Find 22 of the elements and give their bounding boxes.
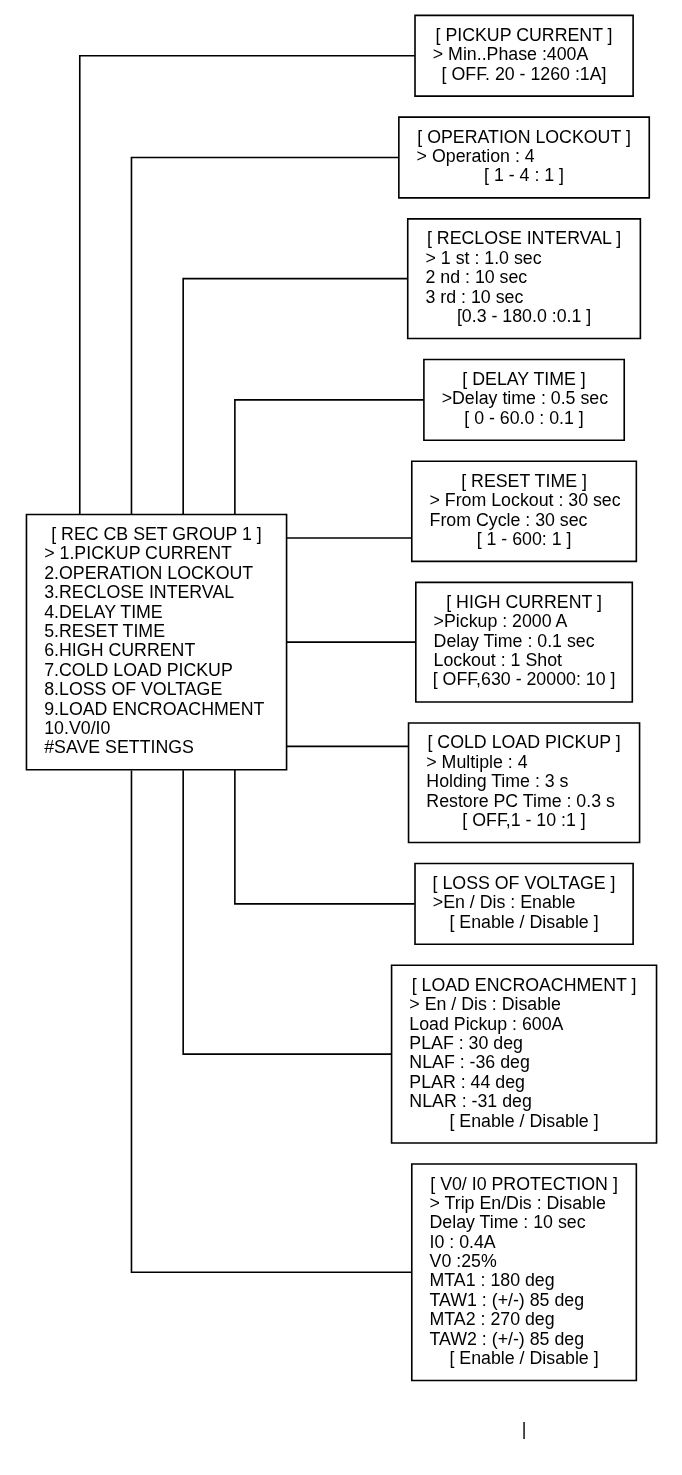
node-box: [ REC CB SET GROUP 1 ] > 1.PICKUP CURRENT 2.OPERATION LOCKOUT 3.RECLOSE INTERVAL 4.DELAY TIME 5.RESET TIME 6.HIGH CURRENT 7.COLD LOAD PICKUP 8.LOSS OF VOLTAGE 9.LOAD ENCROACHMENT 10.V0/I0 #SAVE SETTINGS	[25, 513, 287, 771]
connector	[130, 156, 400, 515]
connector	[78, 54, 416, 515]
node-box: [ HIGH CURRENT ] >Pickup : 2000 A Delay Time : 0.1 sec Lockout : 1 Shot [ OFF,630 - 20000: 10 ]	[414, 581, 633, 703]
connector	[233, 769, 416, 905]
node-box: [ LOAD ENCROACHMENT ] > En / Dis : Disable Load Pickup : 600A PLAF : 30 deg NLAF : -36 deg PLAR : 44 deg NLAR : -31 deg [ Enable / Disable ]	[390, 964, 657, 1144]
node-box: [ RECLOSE INTERVAL ] > 1 st : 1.0 sec 2 nd : 10 sec 3 rd : 10 sec [0.3 - 180.0 :0.1 ]	[406, 218, 641, 340]
connector	[285, 641, 416, 643]
connector	[285, 745, 409, 748]
node-box: [ RESET TIME ] > From Lockout : 30 sec From Cycle : 30 sec [ 1 - 600: 1 ]	[410, 460, 637, 563]
connector	[233, 399, 425, 515]
connector	[130, 769, 412, 1274]
connector	[181, 277, 408, 516]
node-box: [ LOSS OF VOLTAGE ] >En / Dis : Enable [ Enable / Disable ]	[413, 862, 634, 946]
label: |	[521, 1419, 526, 1440]
node-box: [ V0/ I0 PROTECTION ] > Trip En/Dis : Disable Delay Time : 10 sec I0 : 0.4A V0 :25% MTA1 : 180 deg TAW1 : (+/-) 85 deg MTA2 : 270 deg TAW2 : (+/-) 85 deg [ Enable / Disable ]	[410, 1163, 637, 1382]
connector	[181, 769, 392, 1055]
node-box: [ DELAY TIME ] >Delay time : 0.5 sec [ 0 - 60.0 : 0.1 ]	[422, 358, 625, 442]
connector	[285, 537, 412, 539]
node-box: [ OPERATION LOCKOUT ] > Operation : 4 [ 1 - 4 : 1 ]	[397, 116, 650, 199]
node-box: [ PICKUP CURRENT ] > Min..Phase :400A [ OFF. 20 - 1260 :1A]	[413, 14, 634, 97]
node-box: [ COLD LOAD PICKUP ] > Multiple : 4 Holding Time : 3 s Restore PC Time : 0.3 s [ OFF,1 - 10 :1 ]	[407, 722, 640, 844]
